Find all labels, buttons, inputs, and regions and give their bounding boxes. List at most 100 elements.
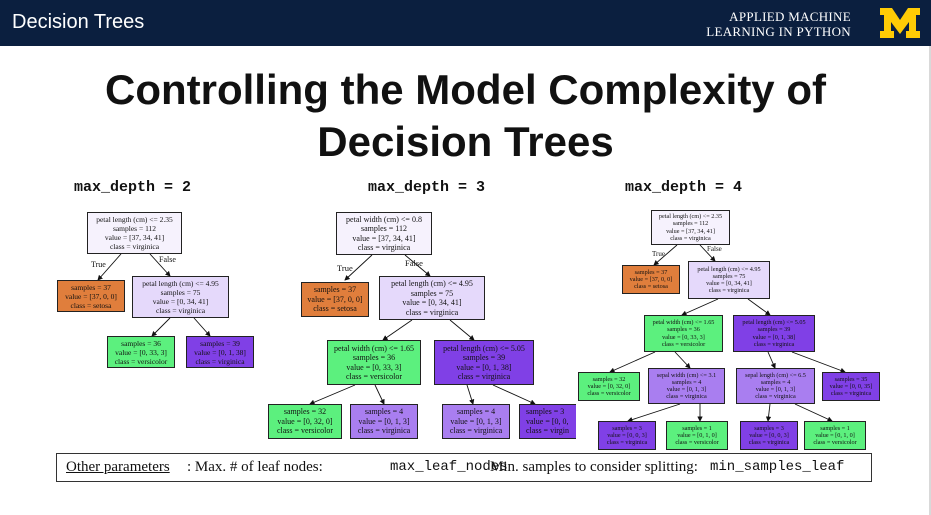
node-text-line: petal length (cm) <= 4.95 (391, 279, 473, 288)
node-text-line: class = virginica (405, 307, 459, 317)
node-text-line: samples = 39 (462, 353, 506, 362)
node-text-line: value = [37, 34, 41] (352, 233, 416, 243)
node-text-line: class = virginica (748, 439, 790, 447)
node-text-line: class = versicolor (587, 390, 631, 398)
node-text-line: samples = 75 (160, 288, 201, 297)
node-text-line: value = [37, 0, 0] (307, 294, 363, 304)
node-text-line: class = setosa (313, 304, 357, 314)
series-title-line1: APPLIED MACHINE (729, 9, 851, 24)
node-text-line: samples = 75 (410, 288, 454, 298)
node-text-line: value = [0, 1, 38] (194, 347, 246, 357)
node-text-line: samples = 112 (672, 220, 709, 228)
node-text-line: samples = 4 (364, 407, 404, 417)
edge-true-label: True (91, 260, 106, 269)
node-text-line: class = virginica (666, 393, 707, 401)
node-text-line: samples = 37 (634, 268, 668, 276)
node-text-line: samples = 1 (820, 424, 850, 432)
node-text-line: petal length (cm) <= 4.95 (142, 279, 219, 288)
node-text-line: samples = 3 (612, 424, 642, 432)
node-text-line: class = versicolor (276, 426, 334, 436)
min-samples-text: Min. samples to consider splitting: (490, 459, 698, 475)
node-text-line: class = virginica (753, 340, 795, 348)
node-text-line: samples = 3 (526, 407, 565, 417)
node-text-line: samples = 36 (352, 353, 396, 362)
node-text-line: petal length (cm) <= 5.05 (443, 343, 525, 353)
node-text-line: class = virginica (195, 356, 245, 366)
university-logo-icon (880, 8, 920, 38)
node-text-line: class = virginica (606, 439, 648, 447)
node-text-line: class = virginica (830, 390, 872, 398)
node-text-line: value = [0, 32, 0] (277, 416, 333, 426)
node-text-line: samples = 4 (671, 378, 702, 386)
node-text-line: samples = 39 (757, 326, 791, 334)
other-parameters-label: Other parameters (66, 459, 170, 475)
min-samples-leaf-param: min_samples_leaf (710, 459, 845, 475)
edge-true-label: True (337, 263, 353, 273)
node-text-line: sepal width (cm) <= 3.1 (656, 371, 717, 379)
node-text-line: value = [0, 0, 3] (749, 431, 789, 439)
node-text-line: class = versicolor (675, 439, 719, 447)
node-text-line: value = [0, 34, 41] (152, 297, 209, 306)
node-text-line: samples = 75 (712, 272, 746, 280)
node-text-line: value = [37, 34, 41] (666, 227, 715, 235)
node-text-line: class = virginica (109, 242, 160, 251)
node-text-line: value = [0, 1, 3] (666, 386, 707, 393)
node-text-line: value = [0, 1, 38] (752, 333, 796, 341)
slide-title-line2: Decision Trees (317, 118, 614, 165)
node-text-line: class = virginica (357, 243, 411, 252)
node-text-line: class = virginica (708, 287, 750, 295)
node-text-line: petal width (cm) <= 1.65 (334, 343, 414, 353)
other-parameters-box: Other parameters : Max. # of leaf nodes:… (56, 453, 872, 482)
node-text-line: value = [0, 34, 41] (402, 298, 462, 307)
node-text-line: value = [0, 0, 35] (829, 382, 873, 390)
series-title: APPLIED MACHINE LEARNING IN PYTHON (706, 9, 851, 39)
depth-label-4: max_depth = 4 (625, 179, 743, 196)
max-leaf-nodes-param: max_leaf_nodes (390, 459, 508, 475)
node-text-line: class = setosa (634, 283, 668, 291)
node-text-line: class = virgin (526, 426, 570, 436)
node-text-line: value = [0, 1, 3] (755, 386, 796, 393)
node-text-line: class = virginica (670, 234, 711, 242)
node-text-line: petal width (cm) <= 1.65 (652, 319, 715, 327)
slide-edge (929, 46, 931, 515)
node-text-line: class = setosa (70, 300, 112, 310)
header-bar: Decision Trees APPLIED MACHINE LEARNING … (0, 0, 931, 46)
node-text-line: value = [0, 0, 3] (607, 431, 647, 439)
node-text-line: class = versicolor (114, 356, 168, 366)
node-text-line: value = [37, 0, 0] (629, 275, 673, 283)
series-title-line2: LEARNING IN PYTHON (706, 24, 851, 39)
node-text-line: value = [37, 0, 0] (65, 291, 117, 301)
node-text-line: samples = 1 (682, 424, 712, 432)
slide-title: Controlling the Model Complexity of Deci… (0, 64, 931, 168)
node-text-line: value = [0, 1, 38] (456, 362, 512, 372)
course-title: Decision Trees (12, 11, 145, 33)
node-text-line: value = [0, 1, 3] (450, 416, 502, 426)
node-text-line: samples = 36 (121, 338, 161, 348)
node-text-line: class = virginica (155, 306, 206, 315)
node-text-line: value = [0, 1, 3] (358, 416, 410, 426)
node-text-line: samples = 112 (361, 224, 407, 233)
edge-false-label: False (405, 258, 423, 268)
